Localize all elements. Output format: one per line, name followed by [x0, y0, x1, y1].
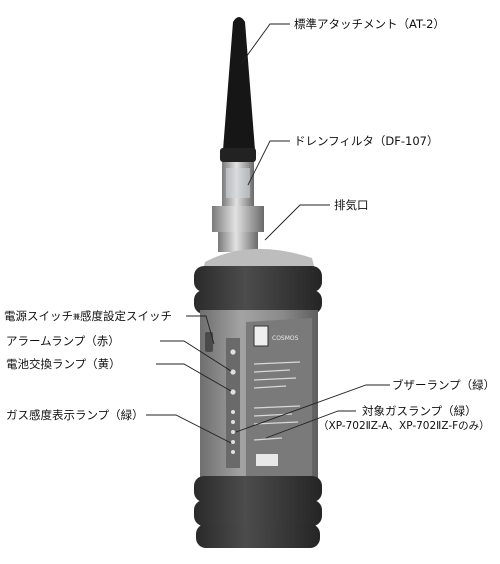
label-power-switch: 電源スイッチ兼感度設定スイッチ	[4, 309, 172, 324]
label-exhaust: 排気口	[334, 198, 369, 212]
power-switch	[205, 332, 213, 352]
bumper-bottom-2	[194, 500, 322, 526]
label-power-switch-small: 兼	[73, 313, 80, 321]
qr-label	[253, 325, 269, 347]
label-drain-filter: ドレンフィルタ（DF-107）	[294, 134, 439, 148]
antenna	[223, 17, 255, 150]
label-antenna: 標準アタッチメント（AT-2）	[294, 17, 445, 31]
bumper-top-2	[194, 290, 322, 314]
battery-lamp	[230, 369, 236, 375]
fitting-nut	[212, 206, 264, 232]
label-target-gas-lamp: 対象ガスランプ（緑）	[362, 404, 477, 418]
lamp-strip	[226, 338, 240, 468]
buzzer-lamp	[230, 389, 236, 395]
leader-lines	[146, 23, 390, 444]
label-buzzer-lamp: ブザーランプ（緑）	[392, 378, 496, 392]
gas-sensitivity-lamps	[231, 410, 235, 454]
antenna-base	[220, 148, 256, 162]
bumper-bottom-3	[196, 524, 320, 548]
label-gas-lamp: ガス感度表示ランプ（緑）	[6, 408, 144, 422]
label-alarm-lamp: アラームランプ（赤）	[6, 334, 120, 348]
alarm-lamp	[230, 349, 236, 355]
brand-text: COSMOS	[272, 335, 299, 342]
label-battery-lamp: 電池交換ランプ（黄）	[6, 357, 121, 371]
label-power-switch-part2: 感度設定スイッチ	[80, 309, 172, 323]
panel-print	[253, 361, 301, 441]
label-power-switch-part1: 電源スイッチ	[4, 309, 73, 323]
bumper-top-1	[194, 266, 322, 292]
bumper-bottom-1	[194, 476, 322, 502]
label-target-gas-note: （XP-702ⅡZ-A、XP-702ⅡZ-Fのみ）	[318, 420, 490, 432]
